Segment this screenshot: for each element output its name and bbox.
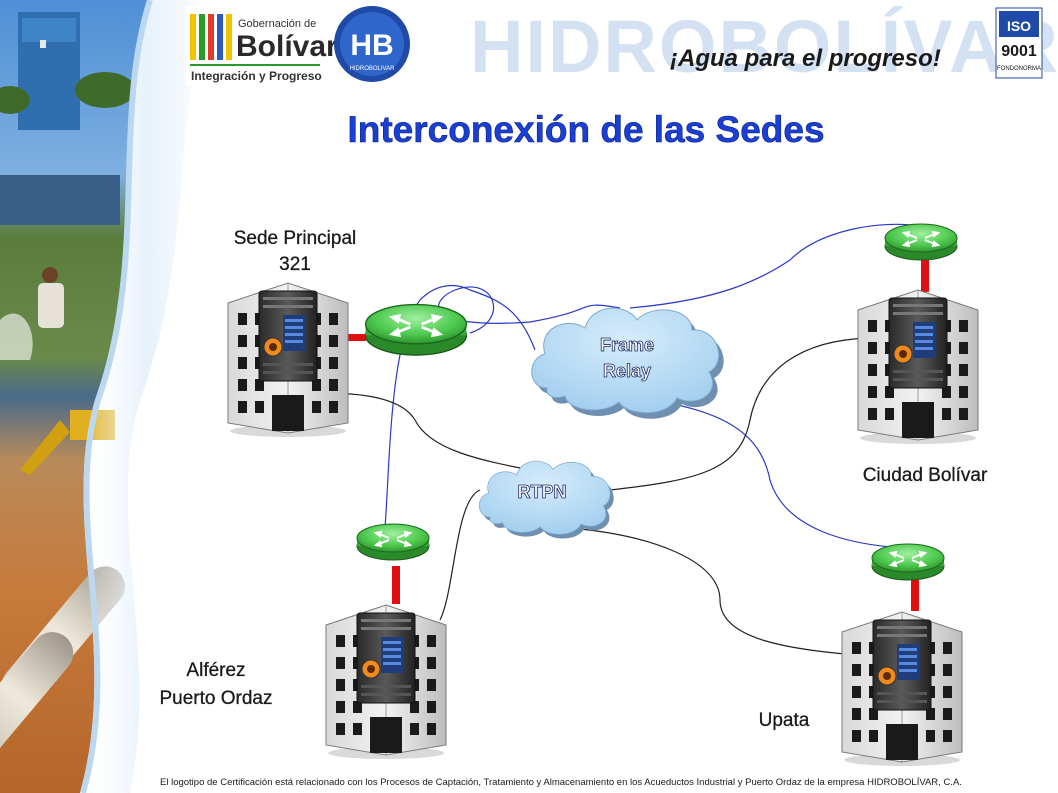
router-ciudad-bolivar [884,223,958,261]
label-alferez-1: Alférez [186,660,245,681]
red-link-upata [911,577,919,611]
label-alferez-2: Puerto Ordaz [160,688,273,709]
label-ciudad-bolivar: Ciudad Bolívar [863,465,988,486]
slide-title: Interconexión de las Sedes [347,109,824,150]
label-upata: Upata [759,710,810,731]
link-frame-relay-ciudad-bolivar [629,223,921,309]
iso-9001-logo: ISO 9001 FONDONORMA [995,7,1043,79]
cloud-frame-relay: Frame Relay [531,307,725,420]
river-image [0,175,120,225]
router-alferez [356,523,430,561]
iso-label: ISO [1007,18,1031,34]
gov-logo-line2: Bolívar [236,30,338,63]
site-labels: Sede Principal 321 Ciudad Bolívar Alfére… [159,228,988,731]
iso-org: FONDONORMA [997,66,1041,72]
gov-logo-line1: Gobernación de [238,18,316,30]
link-rtpn-alferez [439,489,481,621]
hb-logo-sub: HIDROBOLIVAR [350,66,396,72]
building-sede-principal [227,282,349,438]
watermark-text: HIDROBOLÍVAR [470,5,1058,88]
red-link-alferez [392,566,400,604]
wave-stripe [80,0,153,793]
iso-number: 9001 [1001,43,1037,60]
building-upata [841,611,963,767]
gov-logo-tagline: Integración y Progreso [191,69,322,83]
link-rtpn-ciudad-bolivar [609,337,871,491]
building-alferez [325,604,447,760]
hb-logo-text: HB [350,29,393,62]
footer-note: El logotipo de Certificación está relaci… [160,777,962,788]
link-alferez-frame-relay [384,285,536,529]
wave-decoration [80,0,210,793]
router-upata [871,543,945,581]
hidrobolivar-logo: HB HIDROBOLIVAR [334,6,410,82]
connection-lines [289,223,921,657]
building-ciudad-bolivar [857,289,979,445]
router-sede-principal [364,303,468,357]
link-frame-relay-upata [639,397,906,549]
photo-strip [0,0,150,793]
label-sede-principal-2: 321 [279,254,311,275]
gobernacion-logo: Gobernación de Bolívar Integración y Pro… [186,6,338,86]
link-rtpn-upata [569,527,871,657]
frame-relay-label-1: Frame [600,335,654,355]
label-sede-principal-1: Sede Principal [234,228,357,249]
slogan: ¡Agua para el progreso! [670,45,941,72]
red-link-ciudad-bolivar [921,258,929,292]
frame-relay-label-2: Relay [603,361,651,381]
rtpn-label: RTPN [518,482,567,502]
cloud-rtpn: RTPN [478,460,615,539]
